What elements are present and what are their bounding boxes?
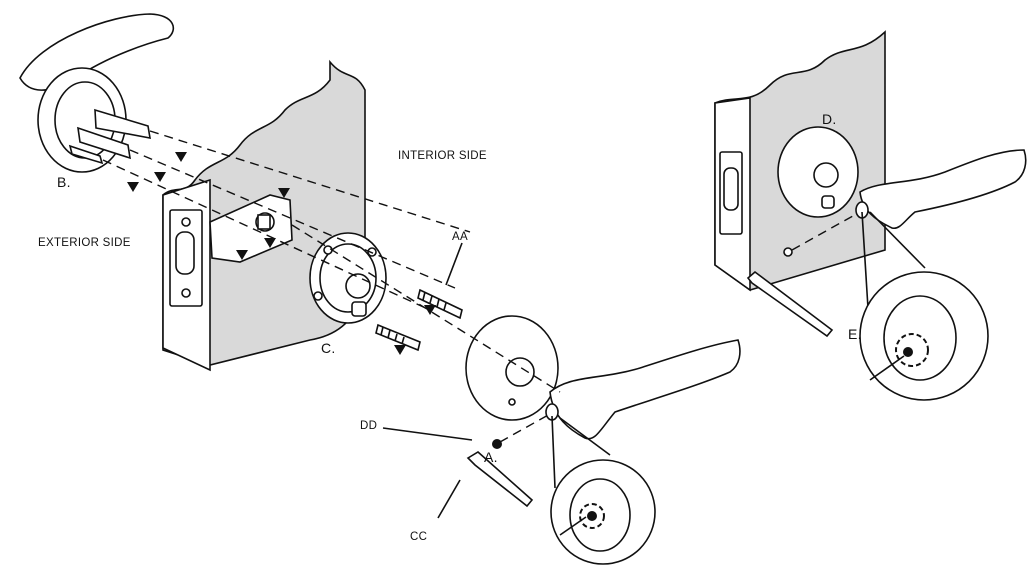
leader-lines bbox=[382, 242, 473, 519]
hex-key-icon bbox=[466, 451, 534, 508]
label-cc: CC bbox=[410, 531, 428, 543]
screw-icon bbox=[375, 288, 463, 352]
interior-side-label: INTERIOR SIDE bbox=[398, 150, 487, 162]
rosette-icon bbox=[465, 315, 559, 421]
label-e: E. bbox=[848, 326, 862, 342]
detail-inset-a bbox=[550, 415, 656, 565]
set-screw-icon bbox=[492, 439, 502, 449]
rosette-plate-c bbox=[309, 232, 387, 324]
detail-inset-e bbox=[859, 211, 989, 401]
interior-lever-handle-icon bbox=[545, 339, 741, 440]
exterior-side-label: EXTERIOR SIDE bbox=[38, 237, 131, 249]
label-c: C. bbox=[321, 340, 336, 356]
label-aa: AA bbox=[452, 231, 468, 243]
door-secondary bbox=[714, 30, 886, 338]
label-d: D. bbox=[822, 111, 837, 127]
label-b: B. bbox=[57, 174, 71, 190]
label-a: A. bbox=[484, 449, 498, 465]
direction-arrow-icon bbox=[127, 152, 436, 355]
exterior-lever-handle-icon bbox=[19, 13, 175, 173]
label-dd: DD bbox=[360, 420, 378, 432]
assembly-guide-lines bbox=[102, 130, 561, 443]
